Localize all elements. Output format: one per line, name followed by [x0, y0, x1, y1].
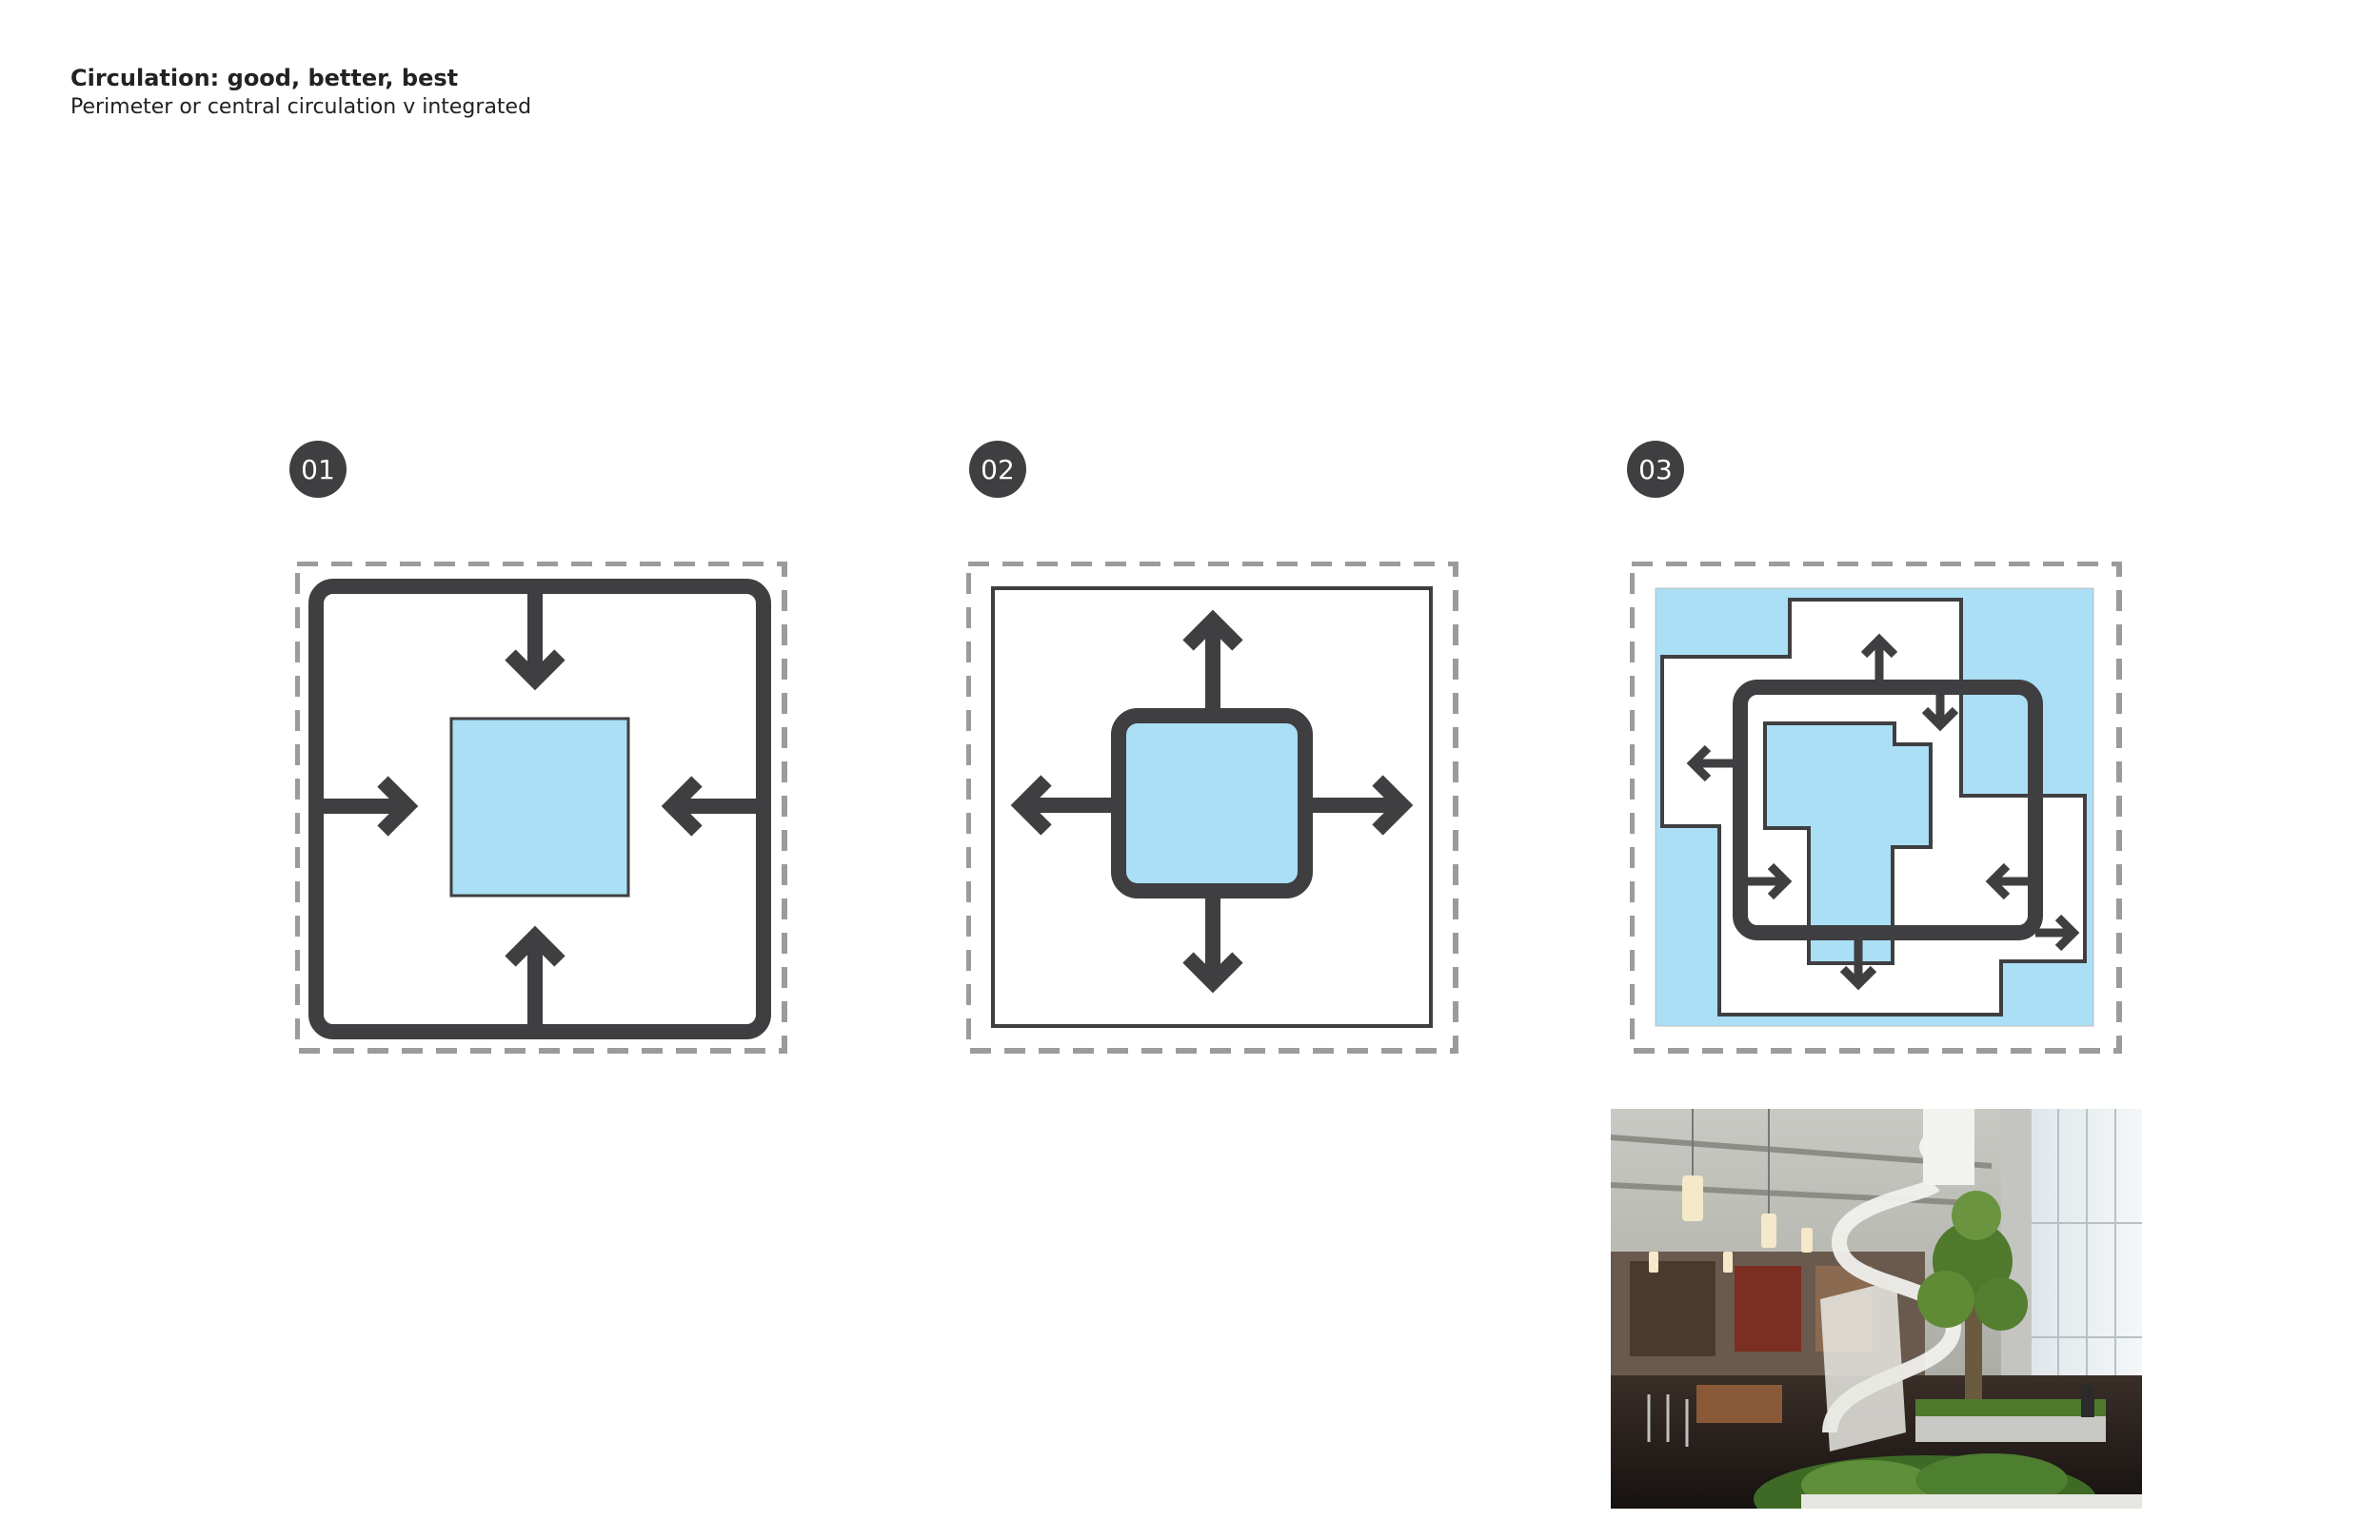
arrow-up-icon [1860, 633, 1898, 687]
arrow-left-icon [1686, 744, 1740, 782]
site-boundary [295, 562, 787, 1054]
site-boundary [1630, 562, 2122, 1054]
arrow-right-icon [1305, 775, 1414, 836]
central-circulation-core [1111, 708, 1313, 898]
arrow-right-icon [2035, 914, 2080, 952]
page-subtitle: Perimeter or central circulation v integ… [70, 95, 532, 119]
page-title: Circulation: good, better, best [70, 65, 459, 91]
arrow-down-icon [1921, 687, 1959, 732]
option-badge-03: 03 [1627, 441, 1684, 498]
diagram-central-circulation [966, 562, 1458, 1054]
arrow-left-icon [1985, 862, 2035, 900]
option-badge-02: 02 [969, 441, 1026, 498]
arrow-right-icon [316, 776, 419, 837]
arrow-up-icon [505, 925, 565, 1032]
arrow-left-icon [1010, 775, 1119, 836]
diagram-perimeter-circulation [295, 562, 787, 1054]
arrow-up-icon [1182, 609, 1243, 716]
atrium-void [1763, 721, 1933, 965]
central-space [449, 717, 630, 898]
arrow-right-icon [1740, 862, 1793, 900]
photo-illustration [1611, 1109, 2142, 1509]
option-badge-01: 01 [289, 441, 347, 498]
arrow-down-icon [1182, 891, 1243, 994]
integrated-circulation-loop [1733, 680, 2043, 940]
office-interior-photo [1611, 1109, 2142, 1509]
building-outline [991, 586, 1433, 1028]
site-boundary [966, 562, 1458, 1054]
diagram-integrated-circulation [1630, 562, 2122, 1054]
arrow-down-icon [1839, 933, 1877, 991]
arrow-left-icon [661, 776, 764, 837]
arrow-down-icon [505, 586, 565, 691]
